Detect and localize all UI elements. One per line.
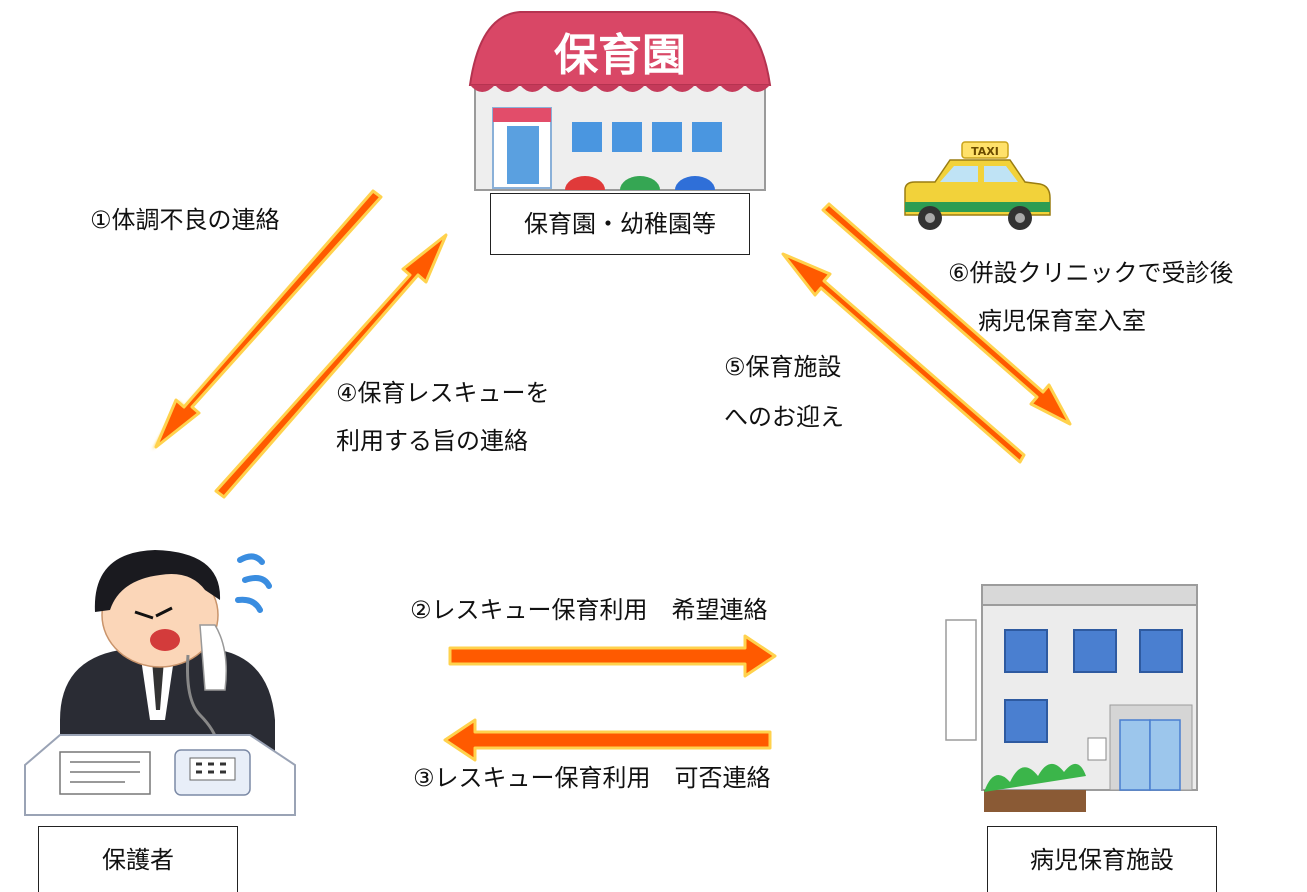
step5-label-line2: へのお迎え <box>724 403 844 431</box>
parent-label: 保護者 <box>102 845 174 874</box>
step4-label-line2: 利用する旨の連絡 <box>336 427 528 455</box>
arrow-step1 <box>152 189 383 450</box>
taxi-sign-text: TAXI <box>971 145 999 158</box>
arrow-step6 <box>821 202 1072 426</box>
nursery-label-box: 保育園・幼稚園等 <box>490 193 750 255</box>
step2-label: ②レスキュー保育利用 希望連絡 <box>410 596 768 624</box>
arrow-step5 <box>781 252 1026 464</box>
step4-label-line1: ④保育レスキューを <box>336 379 550 407</box>
parent-on-phone-icon <box>24 550 296 816</box>
arrows <box>152 189 1072 762</box>
arrow-step2 <box>448 634 777 678</box>
step3-label: ③レスキュー保育利用 可否連絡 <box>413 764 771 792</box>
taxi-icon: TAXI <box>904 141 1051 230</box>
sick-childcare-label-box: 病児保育施設 <box>987 826 1217 892</box>
nursery-label: 保育園・幼稚園等 <box>524 210 716 238</box>
sick-childcare-building-icon <box>945 584 1198 812</box>
nursery-building-icon: 保育園 <box>468 11 772 191</box>
step5-label-line1: ⑤保育施設 <box>724 353 842 381</box>
step6-label-line1: ⑥併設クリニックで受診後 <box>948 259 1234 287</box>
nursery-sign-text: 保育園 <box>554 30 686 81</box>
step6-label-line2: 病児保育室入室 <box>978 307 1146 335</box>
sick-childcare-label: 病児保育施設 <box>1030 845 1174 874</box>
parent-label-box: 保護者 <box>38 826 238 892</box>
step1-label: ①体調不良の連絡 <box>90 206 280 234</box>
arrow-step3 <box>443 718 772 762</box>
arrow-step4 <box>214 233 448 499</box>
